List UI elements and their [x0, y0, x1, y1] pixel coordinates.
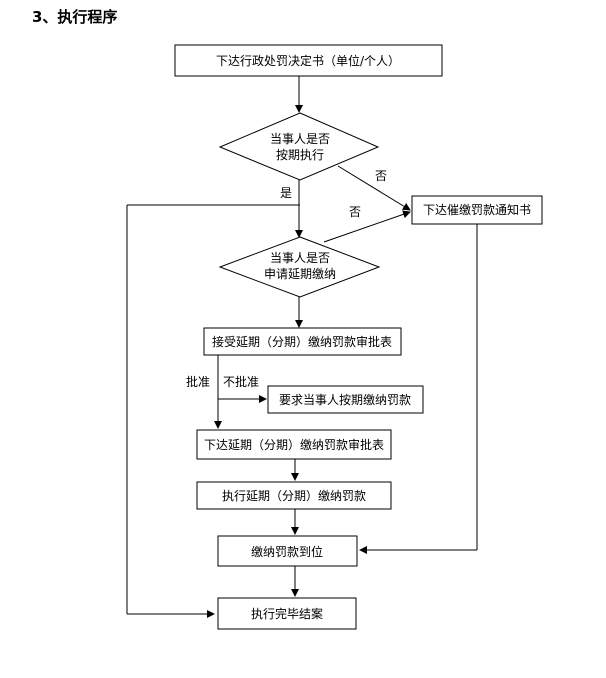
node-execute-delay — [196, 481, 392, 510]
node-delay-question — [218, 236, 381, 298]
edge-label-no-1: 否 — [375, 169, 387, 183]
label-comply-q-line2: 按期执行 — [276, 148, 324, 162]
node-urge-notice — [411, 195, 543, 225]
connectors — [126, 76, 478, 618]
edge-no1-to-urge — [337, 165, 411, 211]
node-require-pay — [267, 385, 424, 414]
node-closed — [217, 597, 357, 630]
node-issue-form — [196, 429, 392, 460]
edge-label-no-2: 否 — [349, 205, 361, 219]
label-urge-notice: 下达催缴罚款通知书 — [423, 202, 531, 217]
label-require-pay: 要求当事人按期缴纳罚款 — [279, 392, 411, 407]
label-closed: 执行完毕结案 — [251, 606, 323, 621]
node-paid — [217, 535, 358, 567]
label-issue-form: 下达延期（分期）缴纳罚款审批表 — [204, 437, 384, 452]
label-accept-form: 接受延期（分期）缴纳罚款审批表 — [212, 334, 392, 349]
node-accept-form — [203, 327, 402, 356]
label-paid: 缴纳罚款到位 — [251, 544, 323, 559]
edge-no2-to-urge — [323, 210, 411, 243]
node-comply-question — [218, 112, 380, 181]
label-delay-q-line2: 申请延期缴纳 — [264, 266, 336, 281]
label-comply-q-line1: 当事人是否 — [270, 132, 330, 146]
edge-label-not-approve: 不批准 — [223, 374, 259, 389]
label-execute-delay: 执行延期（分期）缴纳罚款 — [222, 488, 366, 503]
label-delay-q-line1: 当事人是否 — [270, 251, 330, 265]
edge-label-approve: 批准 — [186, 374, 210, 389]
label-issue-decision: 下达行政处罚决定书（单位/个人） — [216, 53, 400, 68]
page-title: 3、执行程序 — [32, 8, 118, 26]
edge-label-yes: 是 — [280, 186, 292, 200]
node-issue-decision — [174, 44, 443, 77]
